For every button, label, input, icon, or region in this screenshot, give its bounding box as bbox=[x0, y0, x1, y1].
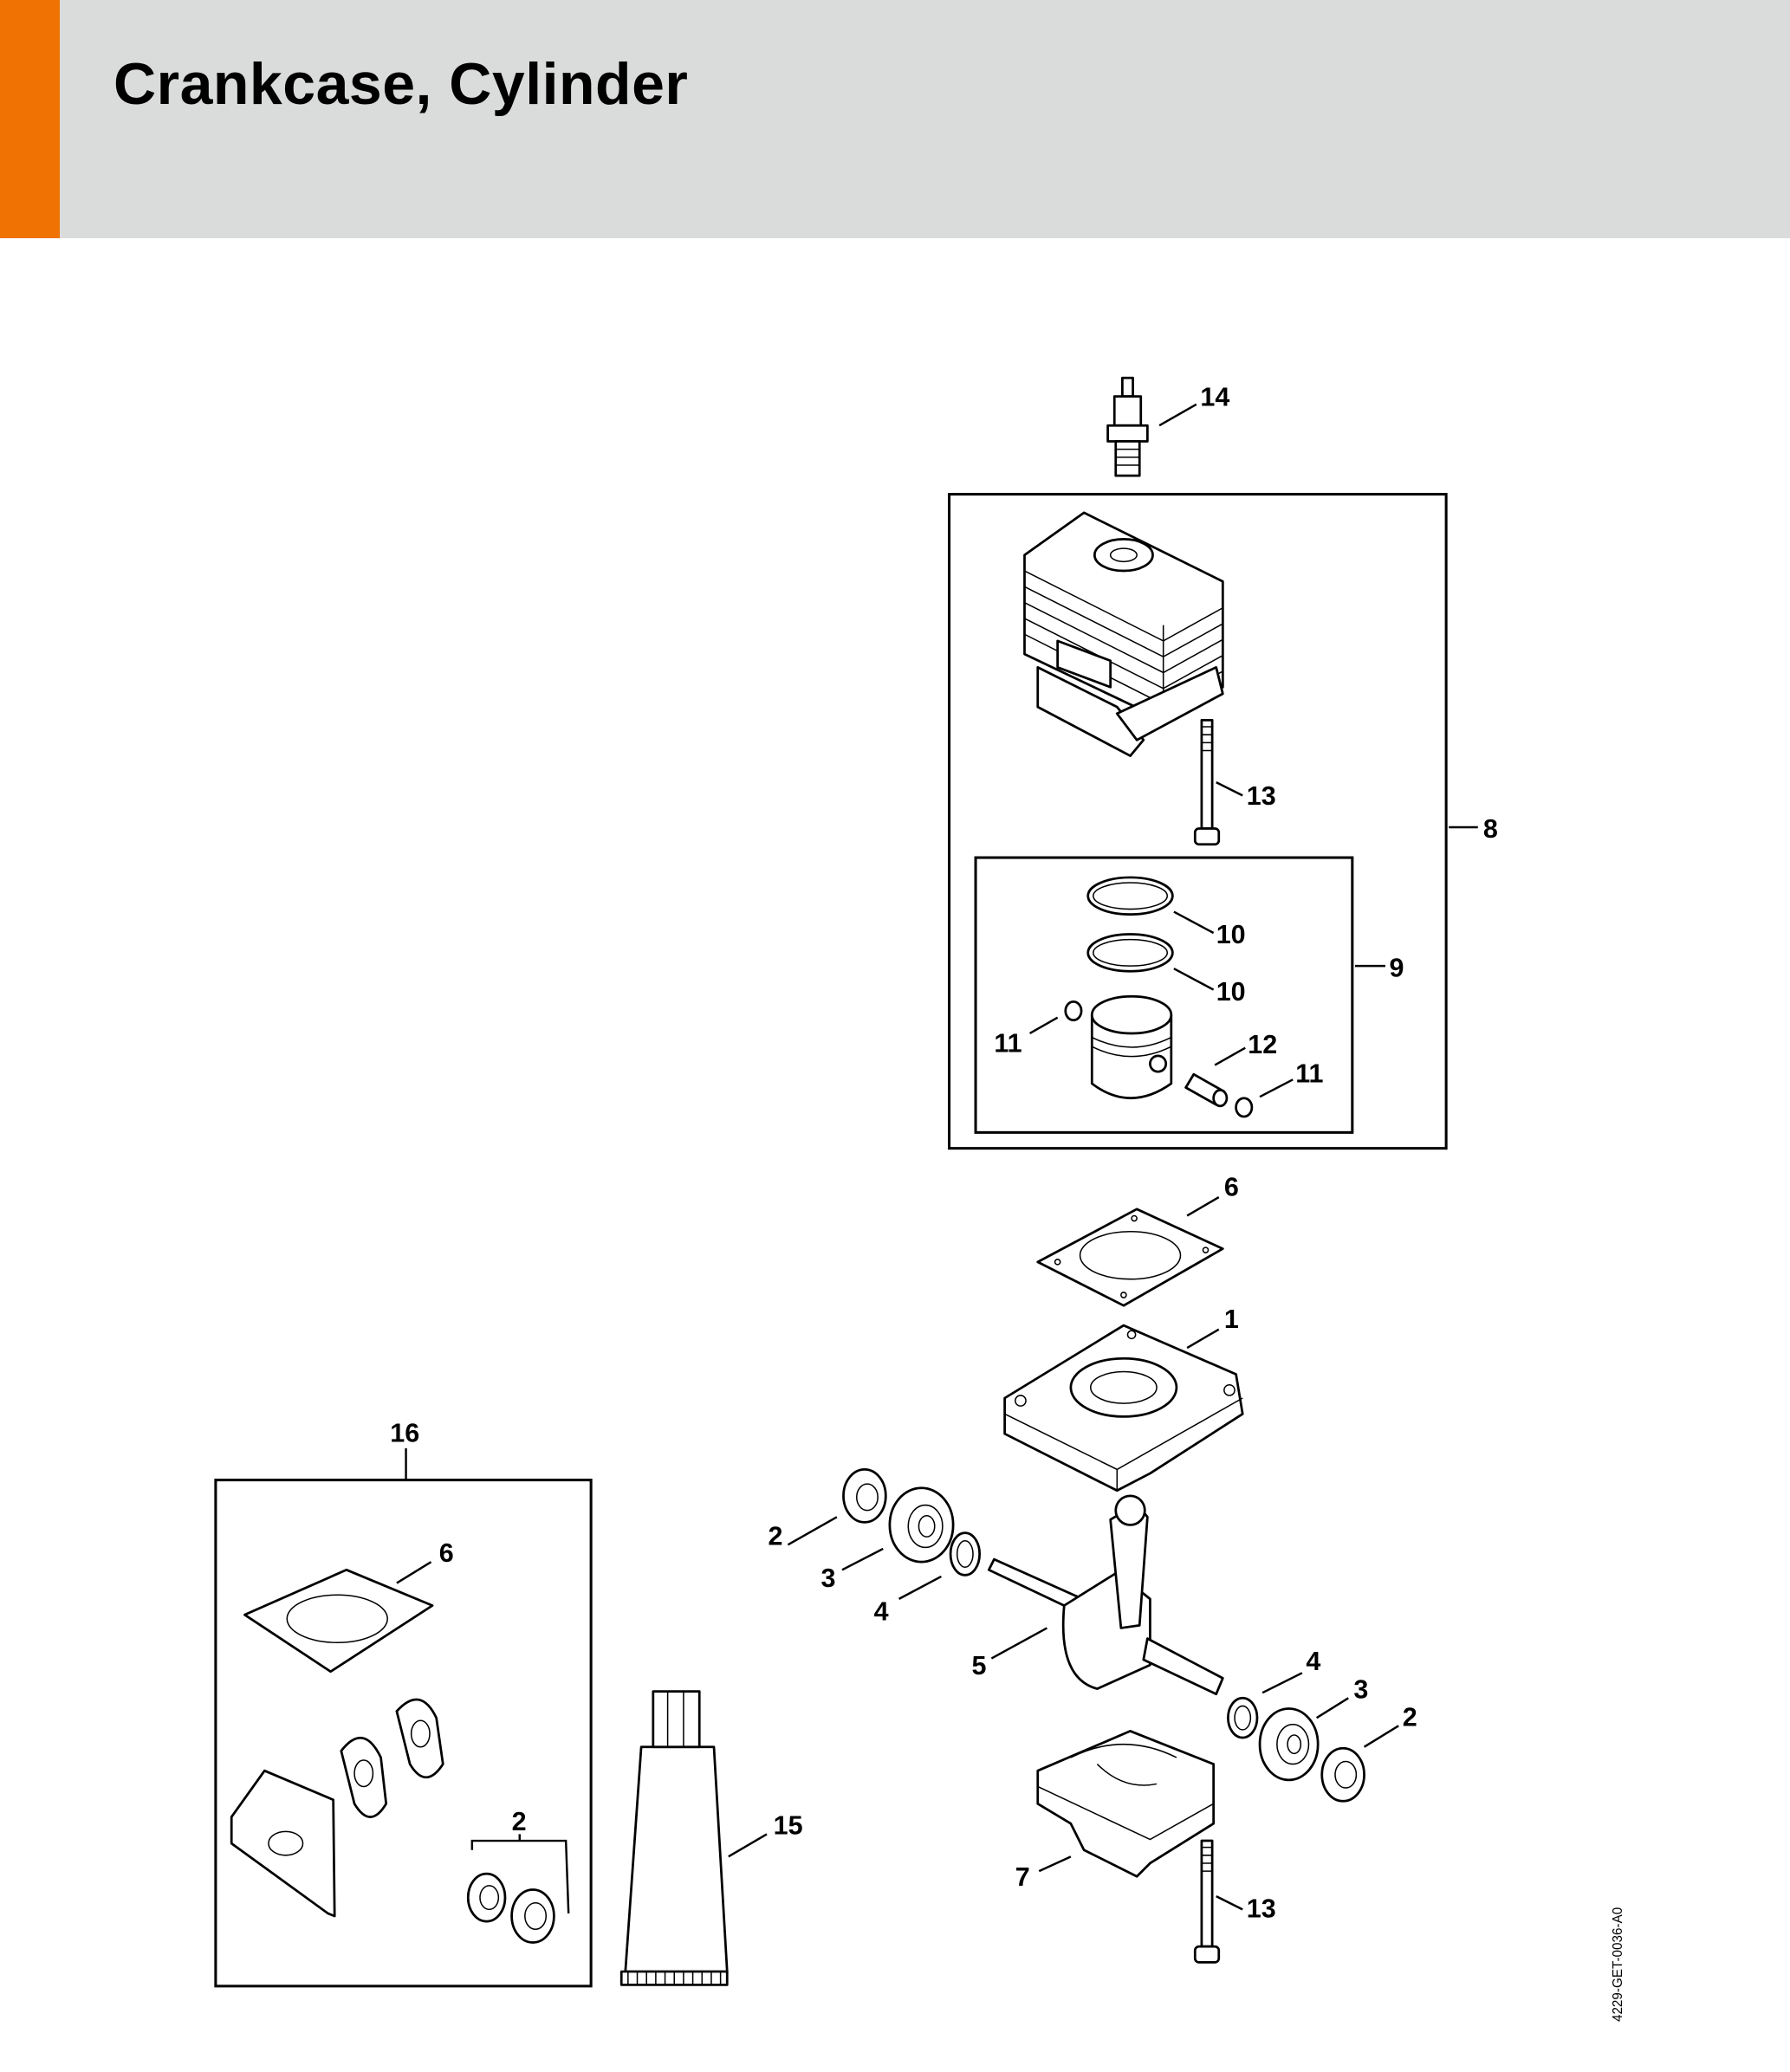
washer-right[interactable] bbox=[1227, 1696, 1259, 1739]
callout-10-upper: 10 bbox=[1216, 920, 1246, 949]
callout-12: 12 bbox=[1248, 1030, 1277, 1059]
callout-8: 8 bbox=[1483, 814, 1498, 844]
callout-13: 13 bbox=[1247, 781, 1276, 811]
cylinder[interactable] bbox=[1023, 511, 1224, 757]
callout-16: 16 bbox=[390, 1418, 419, 1447]
callout-5: 5 bbox=[971, 1651, 986, 1680]
spark-plug[interactable] bbox=[1106, 376, 1149, 477]
gasket-set-cylinder-gasket[interactable] bbox=[243, 1568, 434, 1674]
callout-3-right: 3 bbox=[1353, 1674, 1368, 1704]
crankcase-lower-half[interactable] bbox=[1036, 1730, 1216, 1878]
circlip-right[interactable] bbox=[1235, 1097, 1254, 1118]
cylinder-kit-frame bbox=[948, 493, 1448, 1150]
drawing-code: 4229-GET-0036-A0 bbox=[1611, 1907, 1625, 2022]
oil-seal-left[interactable] bbox=[842, 1467, 887, 1524]
piston-pin[interactable] bbox=[1184, 1072, 1229, 1108]
callout-6-set: 6 bbox=[439, 1538, 454, 1568]
circlip-left[interactable] bbox=[1064, 1000, 1083, 1022]
callout-4-left: 4 bbox=[874, 1596, 889, 1626]
gasket-set-oil-seals[interactable] bbox=[466, 1872, 555, 1944]
callout-2-set: 2 bbox=[512, 1807, 527, 1836]
callout-11-right: 11 bbox=[1295, 1059, 1323, 1088]
gasket-set-intake-gaskets[interactable] bbox=[230, 1698, 444, 1918]
accent-bar bbox=[0, 0, 60, 238]
ball-bearing-right[interactable] bbox=[1258, 1707, 1320, 1782]
washer-left[interactable] bbox=[949, 1531, 982, 1577]
callout-15: 15 bbox=[774, 1810, 803, 1840]
callout-10-lower: 10 bbox=[1216, 977, 1246, 1007]
page-header: Crankcase, Cylinder bbox=[0, 0, 1790, 238]
piston-kit-frame bbox=[974, 856, 1354, 1134]
callout-1: 1 bbox=[1224, 1305, 1239, 1334]
piston-ring-upper[interactable] bbox=[1086, 876, 1174, 916]
crankshaft[interactable] bbox=[987, 1494, 1224, 1696]
crankcase-screw[interactable] bbox=[1193, 1839, 1221, 1964]
callout-11-left: 11 bbox=[994, 1028, 1021, 1058]
callout-3-left: 3 bbox=[821, 1564, 836, 1593]
oil-seal-right[interactable] bbox=[1320, 1746, 1365, 1803]
page-title: Crankcase, Cylinder bbox=[113, 51, 689, 117]
callout-4-right: 4 bbox=[1306, 1647, 1320, 1676]
callout-2-right: 2 bbox=[1403, 1702, 1417, 1732]
callout-2-left: 2 bbox=[769, 1521, 783, 1551]
callout-13-lower: 13 bbox=[1247, 1894, 1276, 1924]
cylinder-screw[interactable] bbox=[1193, 719, 1221, 846]
cylinder-gasket[interactable] bbox=[1036, 1208, 1224, 1307]
crankcase-upper-half[interactable] bbox=[1003, 1324, 1244, 1492]
ball-bearing-left[interactable] bbox=[888, 1486, 955, 1564]
callout-7: 7 bbox=[1015, 1862, 1030, 1892]
callout-6-top: 6 bbox=[1224, 1173, 1239, 1202]
sealant-tube[interactable] bbox=[619, 1690, 729, 1986]
callout-9: 9 bbox=[1390, 953, 1404, 982]
gasket-set-frame bbox=[214, 1479, 593, 1988]
piston-ring-lower[interactable] bbox=[1086, 933, 1174, 973]
piston[interactable] bbox=[1090, 994, 1173, 1099]
callout-14: 14 bbox=[1200, 382, 1229, 411]
